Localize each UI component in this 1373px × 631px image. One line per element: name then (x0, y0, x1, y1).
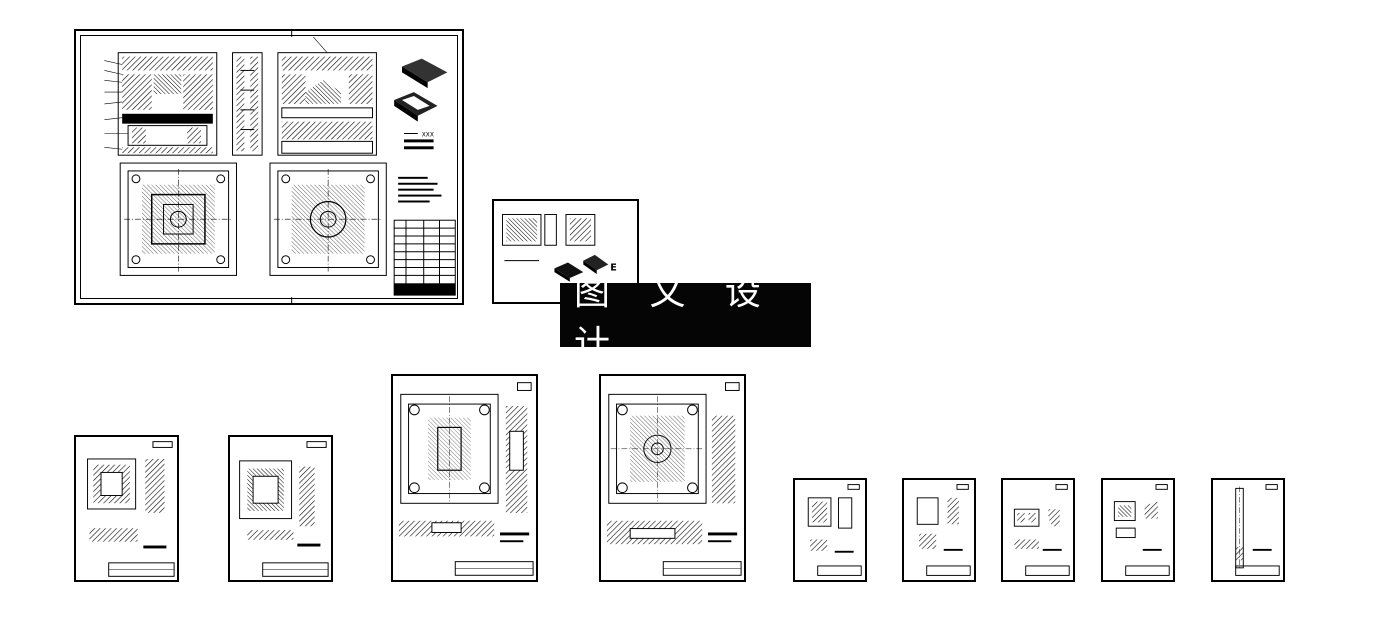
assembly-drawing-sheet: XXX (74, 29, 464, 305)
svg-text:XXX: XXX (422, 132, 434, 138)
part-drawing-3 (398, 382, 534, 576)
assembly-drawing: XXX (104, 31, 456, 303)
sheet-inner-frame (80, 35, 458, 299)
part-drawing-2 (239, 441, 329, 577)
part-drawing-8 (1113, 484, 1170, 576)
product-drawing: E (502, 213, 617, 282)
watermark-banner: 图 文 设 计 (560, 272, 811, 365)
part-drawing-sheet-8 (1101, 478, 1175, 582)
part-drawing-sheet-7 (1001, 478, 1075, 582)
part-drawing-1 (87, 441, 175, 577)
part-drawing-sheet-6 (902, 478, 976, 582)
part-drawing-sheet-1 (74, 435, 179, 582)
part-drawing-sheet-4 (599, 374, 746, 582)
part-drawing-9 (1235, 484, 1280, 576)
part-drawing-sheet-9 (1211, 478, 1285, 582)
part-drawing-4 (606, 382, 742, 576)
part-drawing-sheet-2 (228, 435, 333, 582)
part-drawing-6 (916, 484, 971, 576)
part-drawing-5 (807, 484, 862, 576)
part-drawing-7 (1013, 484, 1070, 576)
part-drawing-sheet-5 (793, 478, 867, 582)
svg-text:E: E (610, 262, 617, 273)
part-drawing-sheet-3 (391, 374, 538, 582)
